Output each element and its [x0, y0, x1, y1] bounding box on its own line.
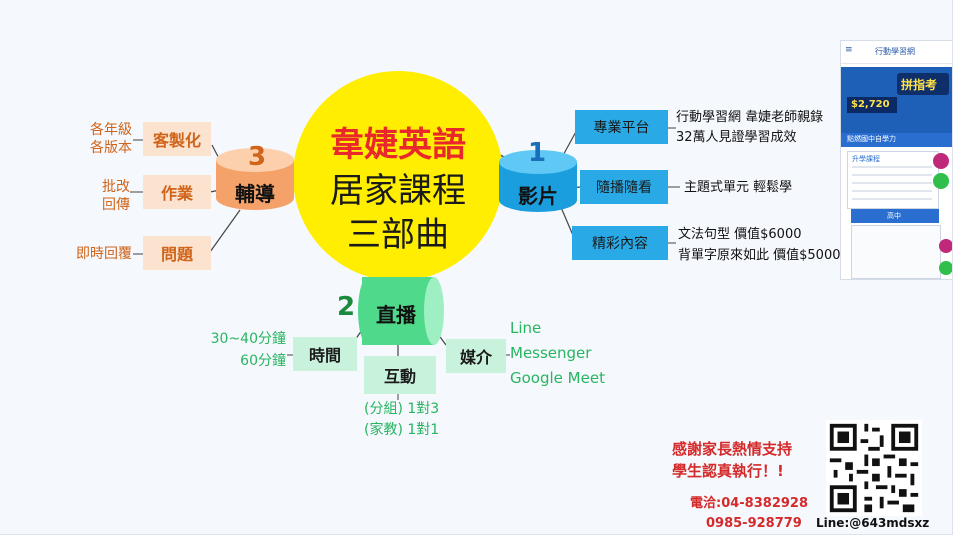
phone-banner: 拼指考 $2,720 [841, 67, 952, 133]
banner-text: 拼指考 [901, 78, 938, 92]
watch-text: 主題式單元 輕鬆學 [684, 180, 793, 195]
customized-text-2: 各版本 [90, 140, 132, 156]
qr-code-icon[interactable] [826, 420, 922, 516]
box-media: 媒介 [446, 339, 506, 373]
phone-number: 電洽:04-8382928 [690, 496, 809, 511]
thanks-line-2: 學生認真執行！! [672, 462, 784, 480]
platform-text-2: 32萬人見證學習成效 [676, 130, 797, 145]
line-id: Line:@643mdsxz [816, 516, 930, 530]
media-text-3: Google Meet [510, 369, 605, 387]
content-text-2: 背單字原來如此 價值$5000 [678, 248, 841, 263]
box-great-content: 精彩內容 [572, 226, 668, 260]
center-subtitle: 居家課程 [330, 171, 466, 211]
live-number: 2 [337, 292, 356, 322]
phone-header: ≡ 行動學習網 [841, 41, 952, 64]
banner-price: $2,720 [851, 99, 890, 110]
box-customized: 客製化 [143, 122, 211, 156]
time-text-2: 60分鐘 [240, 353, 286, 369]
menu-icon: ≡ [845, 45, 853, 55]
phone-call-icon-2[interactable] [939, 239, 952, 253]
interaction-text-2: (家教) 1對1 [364, 422, 440, 438]
box-watch-anytime: 隨播隨看 [580, 170, 668, 204]
center-title: 韋婕英語 [330, 125, 466, 165]
box-time: 時間 [293, 337, 357, 371]
center-topic: 韋婕英語 居家課程 三部曲 [293, 71, 503, 281]
phone-screenshot: ≡ 行動學習網 拼指考 $2,720 點燃國中自學力 升學課程 高中 [840, 40, 952, 280]
tutoring-node: 輔導 [216, 148, 294, 212]
homework-text-1: 批改 [102, 179, 130, 195]
tutoring-label: 輔導 [235, 182, 275, 206]
content-text-1: 文法句型 價值$6000 [678, 227, 802, 242]
box-interaction: 互動 [364, 356, 436, 394]
platform-text-1: 行動學習網 韋婕老師親錄 [676, 110, 824, 125]
interaction-text-1: (分組) 1對3 [364, 401, 440, 417]
phone-menu-row: 點燃國中自學力 [841, 133, 952, 147]
thanks-line-1: 感謝家長熱情支持 [672, 440, 793, 458]
center-subtitle-2: 三部曲 [347, 215, 449, 255]
live-node: 直播 [358, 277, 444, 345]
live-label: 直播 [376, 303, 416, 327]
phone-section-highschool: 高中 [851, 209, 939, 223]
phone-price-table [851, 225, 941, 279]
box-homework: 作業 [143, 175, 211, 209]
phone-call-icon[interactable] [933, 153, 949, 169]
box-questions: 問題 [143, 236, 211, 270]
phone-site-name: 行動學習網 [875, 47, 915, 56]
tutoring-number: 3 [248, 142, 267, 172]
homework-text-2: 回傳 [102, 197, 130, 213]
phone-section-courses: 升學課程 [847, 151, 939, 209]
video-node: 影片 [499, 150, 577, 216]
line-chat-icon[interactable] [933, 173, 949, 189]
customized-text-1: 各年級 [90, 122, 132, 138]
video-label: 影片 [518, 184, 558, 208]
media-text-1: Line [510, 319, 542, 337]
time-text-1: 30~40分鐘 [210, 331, 286, 347]
line-chat-icon-2[interactable] [939, 261, 952, 275]
media-text-2: Messenger [510, 344, 592, 362]
mobile-number: 0985-928779 [706, 516, 802, 531]
video-number: 1 [528, 138, 547, 168]
questions-text: 即時回覆 [76, 246, 132, 262]
box-professional-platform: 專業平台 [575, 110, 668, 144]
